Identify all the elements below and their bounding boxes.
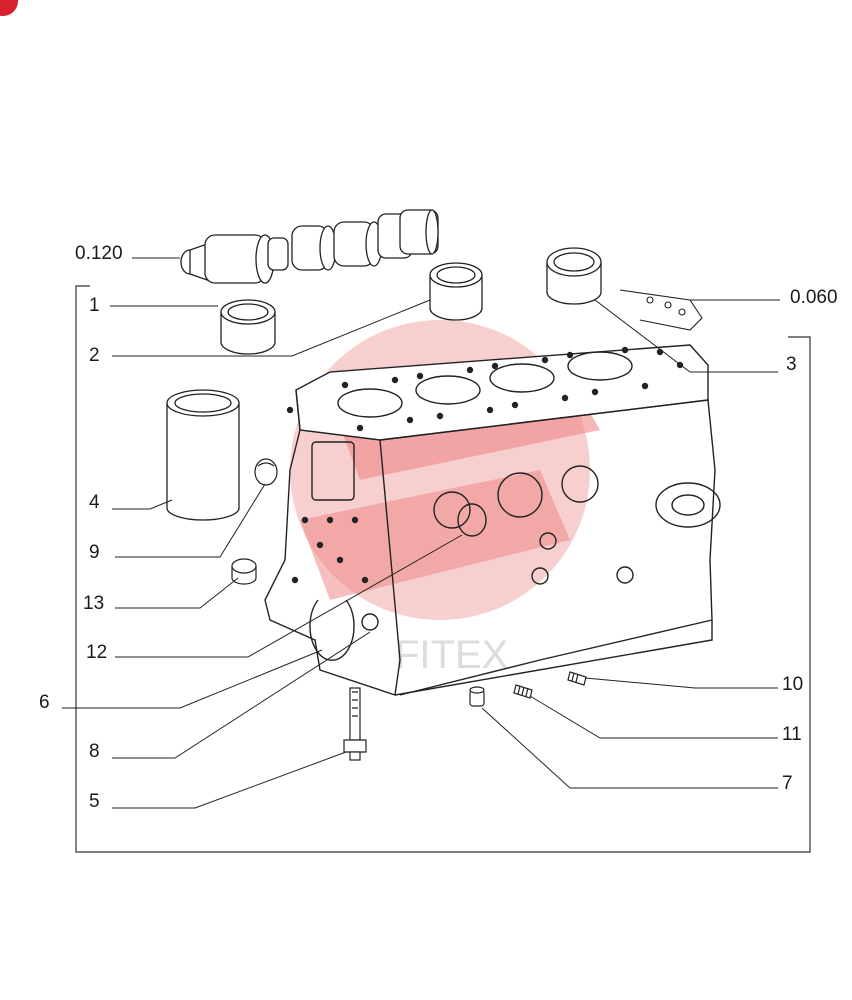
assembly-bracket [75,285,811,853]
callout-11: 11 [782,724,802,745]
svg-text:FITEX: FITEX [395,633,508,677]
engine-block [264,344,721,696]
callout-0120: 0.120 [75,243,123,264]
leader-4 [112,499,173,510]
head-gasket-0060 [619,289,703,331]
callout-6: 6 [39,692,50,713]
camshaft-bushings [180,209,439,284]
leader-6 [62,649,323,709]
callout-0060: 0.060 [790,287,838,308]
cylinder-liner-4 [166,389,240,521]
callout-3: 3 [786,354,797,375]
callout-12: 12 [86,642,108,663]
callout-7: 7 [782,773,793,794]
callout-9: 9 [89,542,100,563]
plug-9 [254,458,278,486]
leader-13 [115,577,239,609]
bushing-1 [220,299,276,355]
bushing-3 [546,247,602,305]
plug-10 [567,671,587,686]
bushing-13 [231,558,257,585]
callout-10: 10 [782,674,804,695]
plug-11 [513,684,533,699]
plug-7 [469,686,485,707]
leader-lines [62,257,780,809]
callout-13: 13 [83,593,105,614]
callout-1: 1 [89,295,100,316]
leader-3 [594,299,778,373]
leader-8 [112,631,371,759]
leader-12 [115,534,463,658]
leader-11 [529,695,778,739]
callout-2: 2 [89,345,100,366]
leader-7 [481,707,778,789]
leader-2 [112,299,431,357]
callout-8: 8 [89,741,100,762]
leader-5 [112,751,347,809]
leader-9 [115,483,266,558]
leader-10 [584,677,778,689]
bushing-2 [429,262,483,321]
callout-4: 4 [89,492,100,513]
stud-5 [343,687,367,761]
callout-5: 5 [89,791,100,812]
